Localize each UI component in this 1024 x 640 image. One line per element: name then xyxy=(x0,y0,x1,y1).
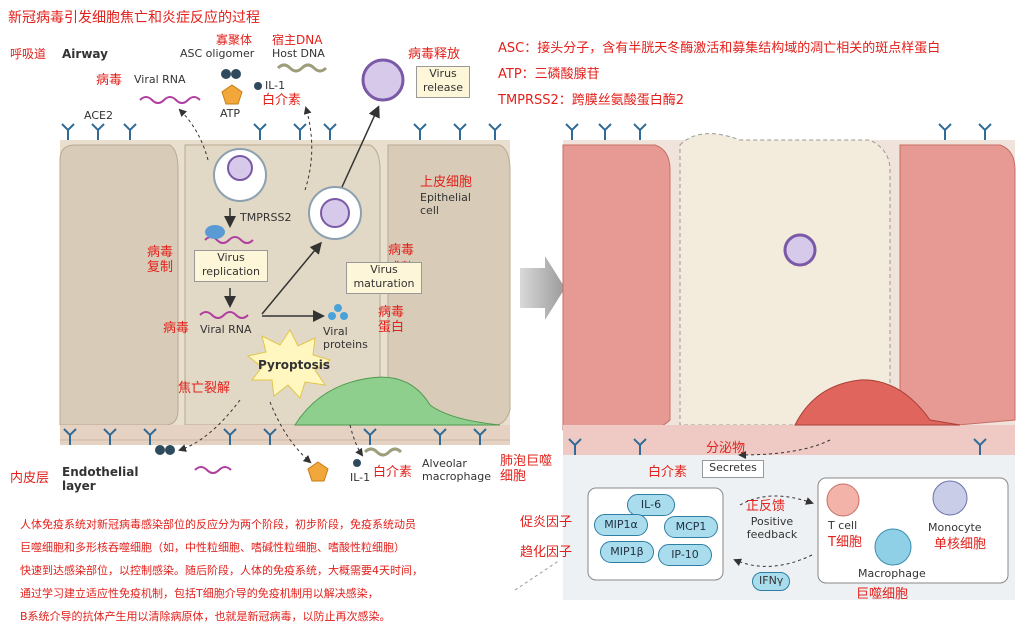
host-dna-bottom xyxy=(363,447,403,457)
label-replication-cn: 病毒复制 xyxy=(147,245,174,275)
description-line-4: 通过学习建立适应性免疫机制，包括T细胞介导的免疫机制用以解决感染， xyxy=(20,587,379,600)
label-ace2: ACE2 xyxy=(84,109,113,122)
label-endothelial-cn: 内皮层 xyxy=(10,471,50,486)
label-viral-rna-top: Viral RNA xyxy=(134,73,186,86)
label-il1-bottom: IL-1 xyxy=(350,471,371,484)
label-monocyte-cn: 单核细胞 xyxy=(934,537,987,552)
label-il1-top: IL-1 xyxy=(265,79,286,92)
virus-entering xyxy=(227,155,253,181)
label-monocyte: Monocyte xyxy=(928,521,982,534)
label-ifn: IFNγ xyxy=(752,572,791,591)
cytokine-il6: IL-6 xyxy=(627,494,675,516)
label-asc-oligomer: ASC oligomer xyxy=(180,47,255,60)
atp-pentagon-top xyxy=(221,84,243,105)
transition-arrow xyxy=(520,256,565,320)
label-alveolar-cn: 肺泡巨噬细胞 xyxy=(500,454,553,484)
label-pyroptosis-cn: 焦亡裂解 xyxy=(178,381,231,396)
legend-atp: ATP：三磷酸腺苷 xyxy=(498,67,600,82)
label-pyroptosis: Pyroptosis xyxy=(258,358,330,372)
label-virus-top: 病毒 xyxy=(96,73,123,88)
virus-in-vesicle xyxy=(320,198,350,228)
description-line-1: 人体免疫系统对新冠病毒感染部位的反应分为两个阶段，初步阶段，免疫系统动员 xyxy=(20,518,416,531)
macrophage-right xyxy=(794,379,961,426)
rna-bottom xyxy=(194,466,232,474)
label-interleukin-right: 白介素 xyxy=(648,465,688,480)
cytokine-ip10: IP-10 xyxy=(658,544,712,566)
label-macrophage-cn: 巨噬细胞 xyxy=(856,587,909,602)
alveolar-macrophage-cell xyxy=(294,376,501,426)
label-chemokine-cn: 趋化因子 xyxy=(520,545,573,560)
label-endothelial-en: Endothelial layer xyxy=(62,465,139,493)
page-title: 新冠病毒引发细胞焦亡和炎症反应的过程 xyxy=(8,10,260,26)
label-airway-en: Airway xyxy=(62,47,108,61)
label-virus-release-cn: 病毒释放 xyxy=(408,47,461,62)
viral-rna-top xyxy=(139,96,201,104)
atp-pentagon-bottom xyxy=(307,461,329,482)
host-dna-top xyxy=(276,63,328,73)
monocyte-cell xyxy=(932,480,968,516)
virus-release-box: Virus release xyxy=(416,66,470,98)
label-interleukin-bottom: 白介素 xyxy=(373,465,413,480)
description-line-2: 巨噬细胞和多形核吞噬细胞（如，中性粒细胞、嗜碱性粒细胞、嗜酸性粒细胞） xyxy=(20,541,405,554)
label-viral-rna-mid: Viral RNA xyxy=(200,323,252,336)
virus-maturation-box: Virus maturation xyxy=(346,262,422,294)
label-viral-proteins-cn: 病毒蛋白 xyxy=(378,305,405,335)
viral-rna-mid xyxy=(199,311,249,319)
right-panel xyxy=(514,123,1016,600)
label-alveolar-macrophage: Alveolar macrophage xyxy=(422,457,491,483)
legend-tmprss2: TMPRSS2：跨膜丝氨酸蛋白酶2 xyxy=(498,93,685,108)
label-positive-feedback: Positive feedback xyxy=(746,515,798,541)
description-line-5: B系统介导的抗体产生用以清除病原体，也就是新冠病毒，以防止再次感染。 xyxy=(20,610,391,623)
label-maturation-cn1: 病毒 xyxy=(388,243,415,258)
label-t-cell: T cell xyxy=(828,519,858,532)
cell-left xyxy=(59,144,179,426)
label-secretes-cn: 分泌物 xyxy=(706,441,746,456)
label-host-dna: Host DNA xyxy=(272,47,325,60)
label-airway-cn: 呼吸道 xyxy=(10,47,47,61)
legend-asc: ASC：接头分子，含有半胱天冬酶激活和募集结构域的凋亡相关的斑点样蛋白 xyxy=(498,41,941,56)
label-tmprss2: TMPRSS2 xyxy=(240,211,292,224)
label-host-dna-cn: 宿主DNA xyxy=(272,33,323,47)
cytokine-mip1b: MIP1β xyxy=(600,541,654,563)
description-line-3: 快速到达感染部位，以控制感染。随后阶段，人体的免疫系统，大概需要4天时间， xyxy=(20,564,423,577)
virus-replication-box: Virus replication xyxy=(194,250,268,282)
virus-right xyxy=(783,233,817,267)
label-t-cell-cn: T细胞 xyxy=(828,535,862,550)
label-interleukin-top: 白介素 xyxy=(262,93,302,108)
label-positive-feedback-cn: 正反馈 xyxy=(746,499,786,514)
label-viral-proteins: Viral proteins xyxy=(323,325,368,351)
pyroptosis-burst xyxy=(246,329,332,399)
label-macrophage: Macrophage xyxy=(858,567,926,580)
t-cell xyxy=(826,483,860,517)
virus-released xyxy=(361,58,405,102)
cytokine-mcp1: MCP1 xyxy=(664,516,718,538)
left-panel xyxy=(59,58,511,482)
secretes-box: Secretes xyxy=(702,460,764,478)
pink-cell-right xyxy=(899,144,1016,431)
macrophage-cell xyxy=(874,528,912,566)
cytokine-mip1a: MIP1α xyxy=(594,514,648,536)
label-proinflammatory-cn: 促炎因子 xyxy=(520,515,573,530)
label-epithelial-cn: 上皮细胞 xyxy=(420,175,473,190)
label-virus-mid: 病毒 xyxy=(163,321,190,336)
pink-cell-left xyxy=(562,144,671,431)
label-atp-top: ATP xyxy=(220,107,241,120)
label-epithelial-en: Epithelial cell xyxy=(420,191,471,217)
label-asc-cn: 寡聚体 xyxy=(216,33,253,47)
